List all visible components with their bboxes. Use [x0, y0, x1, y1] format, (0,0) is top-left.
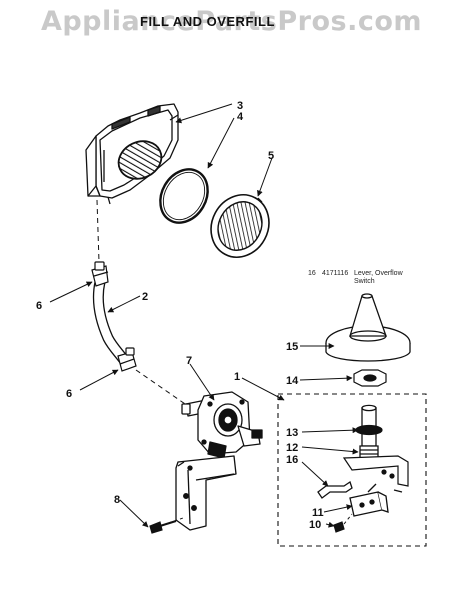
callout-11: 11	[312, 507, 324, 519]
legend-item-number: 16	[308, 270, 316, 277]
diagram-title: FILL AND OVERFILL	[140, 14, 275, 29]
hose-clamp-upper	[91, 261, 109, 287]
legend-description-line1: Lever, Overflow	[354, 270, 403, 277]
switch-screw	[333, 521, 345, 533]
switch-bracket	[342, 455, 409, 493]
watermark: AppliancePartsPros.com	[40, 6, 423, 37]
legend-part-code: 4171116	[322, 270, 349, 277]
callout-2: 2	[142, 291, 148, 303]
overflow-switch-lever	[317, 480, 353, 499]
assembly-line-hose-valve	[135, 369, 189, 407]
switch-assembly-box	[277, 393, 427, 547]
callout-14: 14	[286, 375, 299, 387]
valve-mounting-bracket	[175, 455, 237, 531]
fill-inlet-housing	[85, 103, 179, 205]
float-nut	[353, 369, 387, 387]
overflow-micro-switch	[349, 483, 389, 517]
inlet-screen-grille	[210, 194, 270, 258]
water-inlet-valve	[181, 391, 263, 459]
assembly-line-switch-screw	[343, 513, 353, 525]
legend-description-line2: Switch	[354, 278, 375, 285]
callout-13: 13	[286, 427, 298, 439]
callout-7: 7	[186, 355, 192, 367]
callout-10: 10	[309, 519, 321, 531]
assembly-line-housing-hose	[96, 199, 100, 263]
callout-3: 3	[237, 100, 243, 112]
callout-15: 15	[286, 341, 298, 353]
callout-6-lower: 6	[66, 388, 72, 400]
float-assembly	[325, 293, 411, 362]
callout-16: 16	[286, 454, 298, 466]
hose-clamp-lower	[117, 347, 137, 372]
gasket-ring	[159, 168, 209, 224]
callout-6-upper: 6	[36, 300, 42, 312]
callout-4: 4	[237, 111, 244, 123]
float-stem	[355, 404, 383, 459]
leader-lines	[49, 103, 359, 528]
callout-1: 1	[234, 371, 240, 383]
callout-12: 12	[286, 442, 298, 454]
fill-hose	[92, 276, 130, 366]
callout-8: 8	[114, 494, 120, 506]
callout-5: 5	[268, 150, 274, 162]
mounting-screw	[149, 520, 177, 534]
